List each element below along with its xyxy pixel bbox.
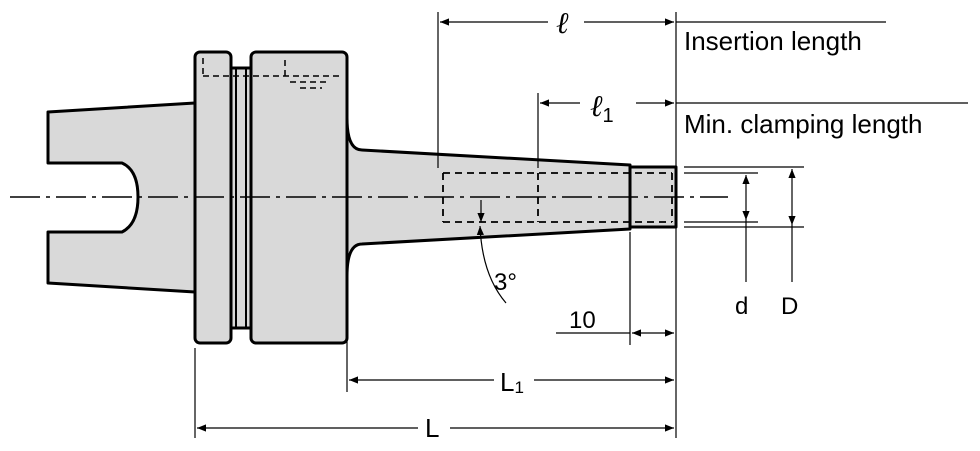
label-D: D [781,293,798,320]
label-angle: 3° [494,269,517,296]
flange-hidden-lines [202,58,340,89]
label-l1: ℓ1 [590,89,614,127]
groove-details [235,68,247,328]
label-min-clamping-length: Min. clamping length [684,109,922,139]
dimension-arrows [197,18,796,432]
label-10: 10 [569,307,596,334]
extension-lines [194,12,968,438]
taper-shank [46,101,197,294]
label-L: L [425,413,439,443]
label-l: ℓ [556,6,569,41]
flange-groove [229,66,253,330]
label-d: d [735,293,748,320]
label-L1: L1 [500,367,524,397]
label-insertion-length: Insertion length [684,26,862,56]
